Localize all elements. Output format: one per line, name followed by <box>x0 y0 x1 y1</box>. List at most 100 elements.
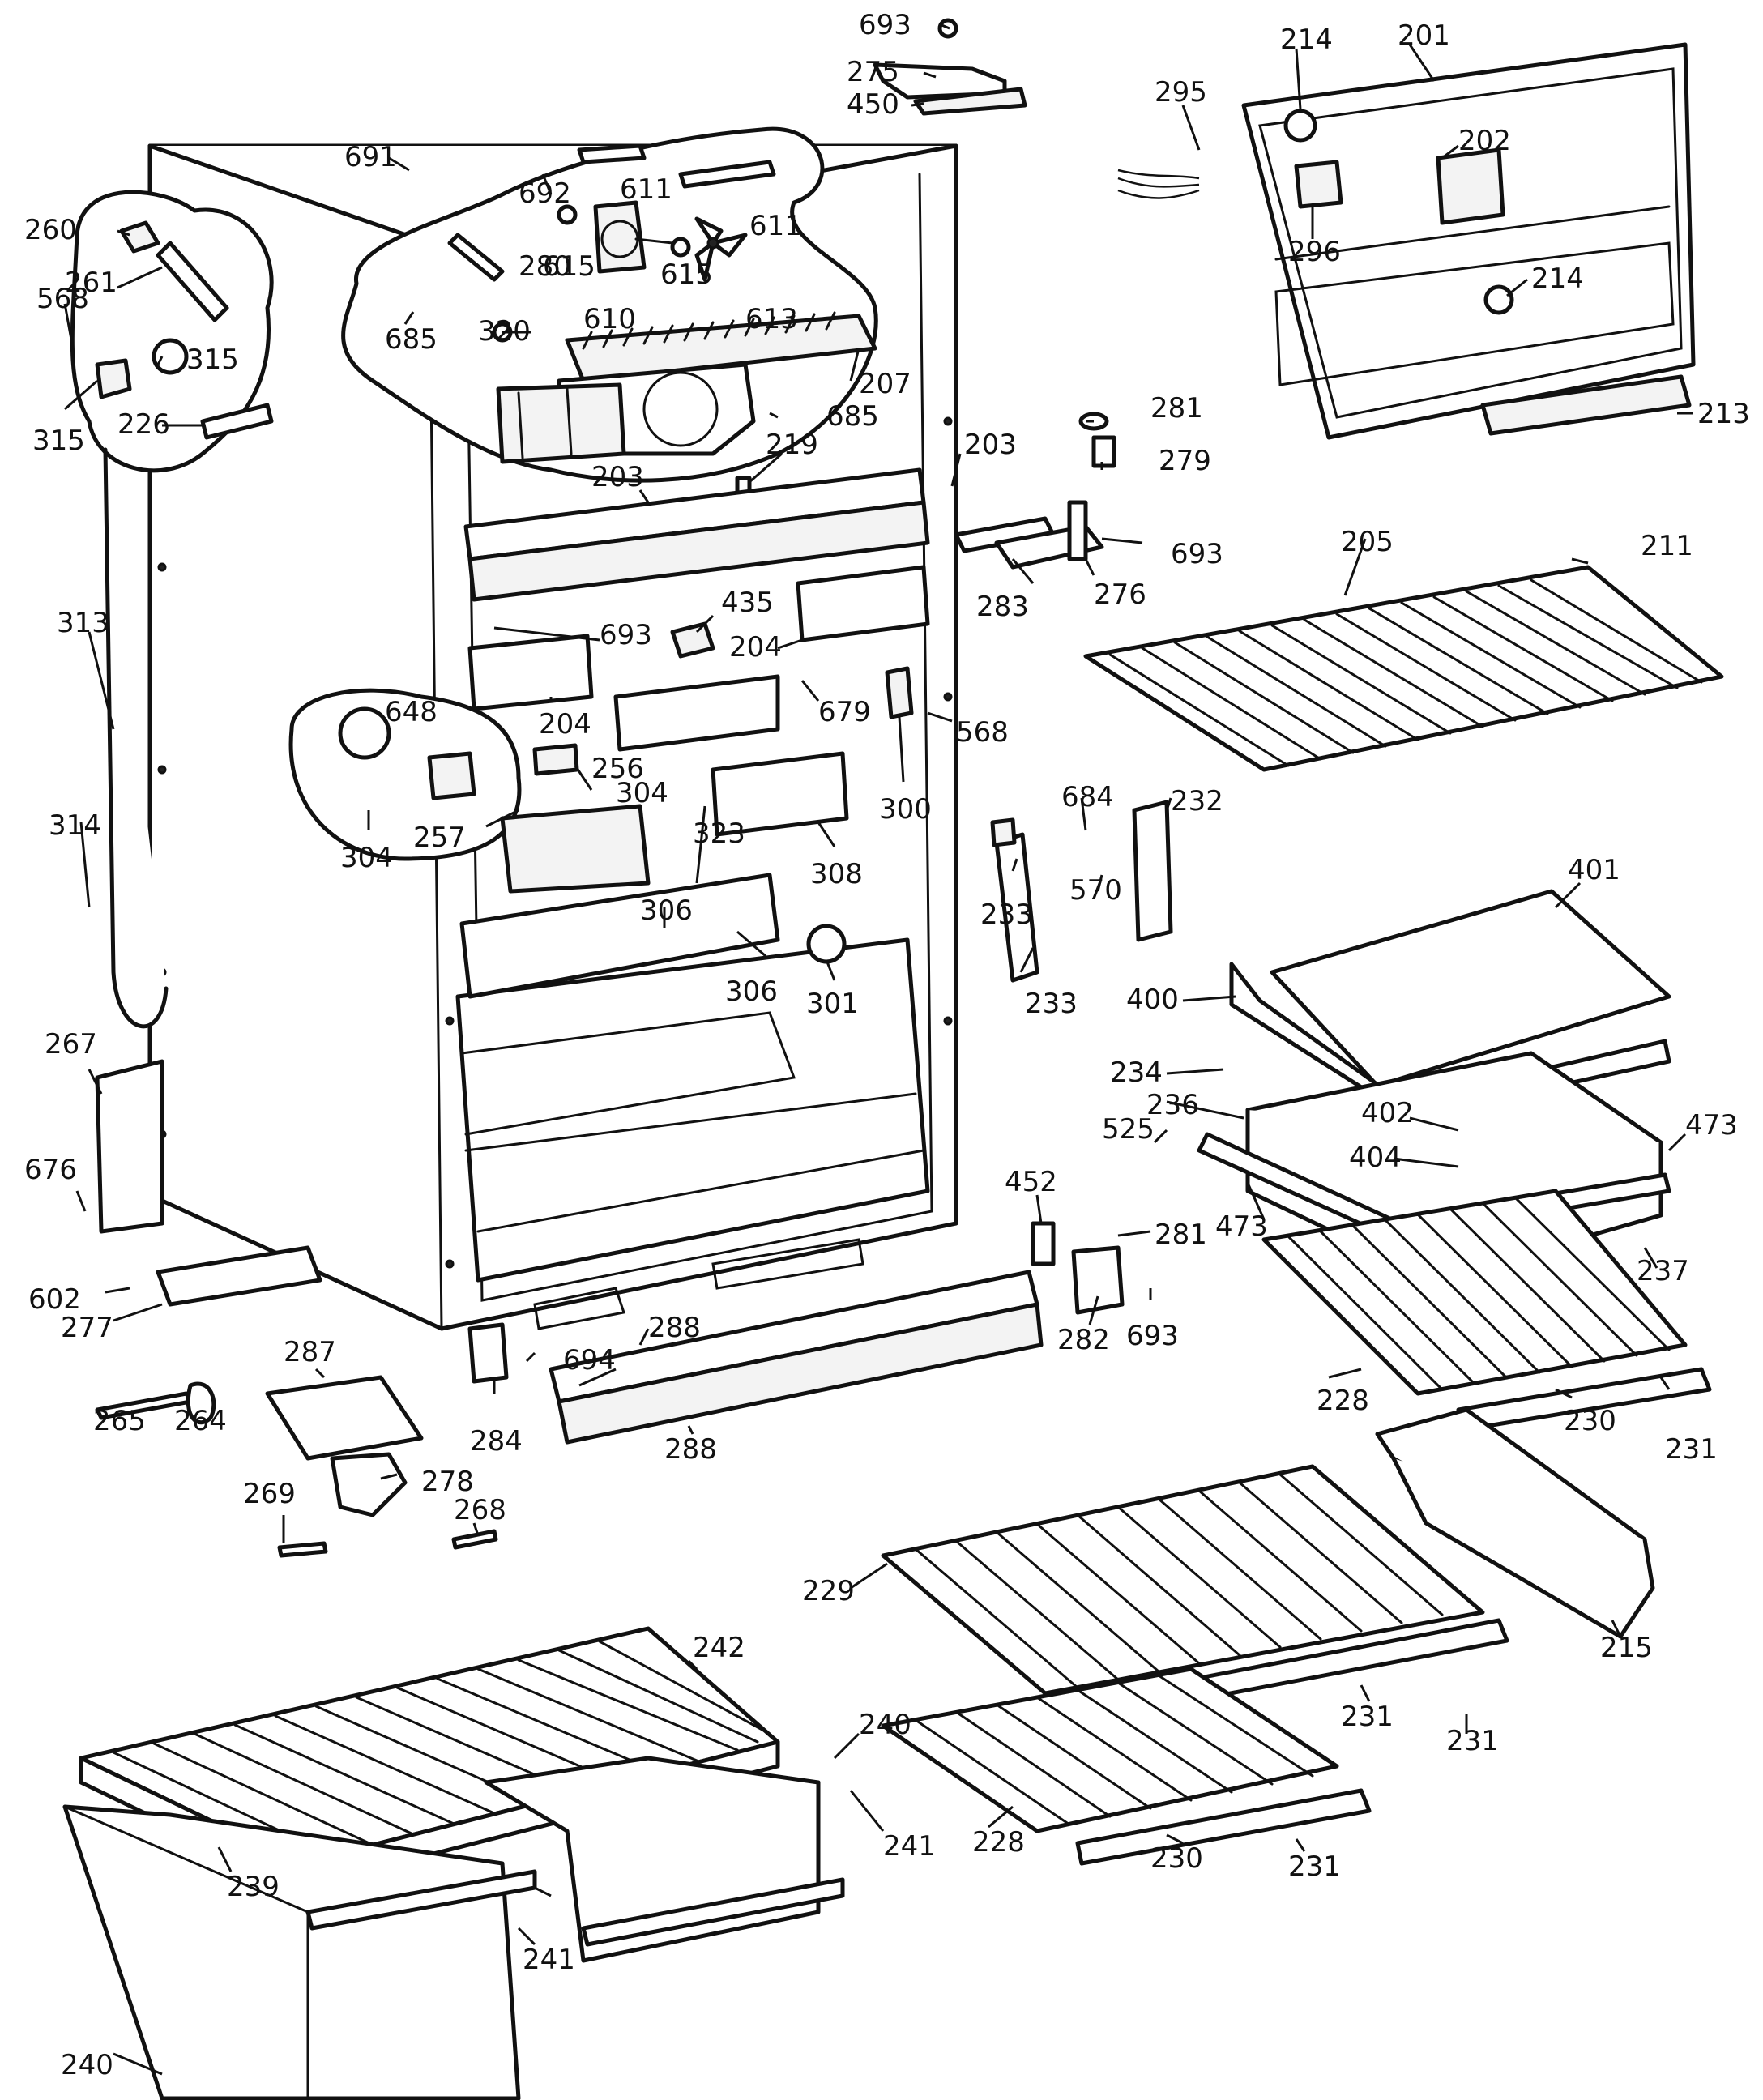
part-number-labels: 693 275 450 214 201 295 202 296 214 213 … <box>24 9 1750 2081</box>
part-label: 693 <box>859 9 911 41</box>
part-label: 275 <box>847 56 899 88</box>
part-label: 241 <box>883 1830 936 1863</box>
part-label: 692 <box>519 177 571 210</box>
part-label: 288 <box>648 1312 701 1344</box>
part-label: 323 <box>693 817 745 850</box>
part-label: 231 <box>1446 1725 1499 1757</box>
part-label: 610 <box>583 303 636 335</box>
part-label: 242 <box>693 1632 745 1664</box>
part-label: 679 <box>818 696 871 728</box>
part-label: 306 <box>640 894 693 927</box>
water-line-cutaway <box>70 190 274 1029</box>
part-label: 570 <box>1069 874 1122 907</box>
part-label: 237 <box>1637 1255 1689 1287</box>
part-label: 202 <box>1458 125 1511 157</box>
part-label: 234 <box>1110 1056 1163 1089</box>
freezer-door-panel <box>1241 42 1696 440</box>
crisper-drawer-240-left <box>62 1804 537 2100</box>
part-label: 615 <box>660 258 713 291</box>
center-hinge <box>954 412 1116 570</box>
part-label: 213 <box>1697 398 1750 430</box>
part-label: 611 <box>749 210 802 242</box>
part-label: 204 <box>729 631 782 664</box>
top-hinge <box>873 18 1027 116</box>
part-label: 278 <box>421 1466 474 1498</box>
part-label: 304 <box>340 842 393 874</box>
part-label: 313 <box>57 607 109 639</box>
part-label: 282 <box>1057 1324 1110 1356</box>
part-label: 276 <box>1094 578 1146 611</box>
part-label: 320 <box>478 315 531 348</box>
part-label: 203 <box>591 461 644 493</box>
part-label: 231 <box>1341 1701 1394 1733</box>
part-label: 693 <box>1171 538 1223 570</box>
part-label: 404 <box>1349 1142 1402 1174</box>
part-label: 568 <box>956 716 1009 749</box>
part-label: 284 <box>470 1425 523 1458</box>
part-label: 676 <box>24 1154 77 1186</box>
part-label: 691 <box>344 141 397 173</box>
part-label: 694 <box>563 1344 616 1377</box>
part-label: 693 <box>600 619 652 651</box>
part-label: 525 <box>1102 1113 1155 1146</box>
part-label: 233 <box>980 898 1033 931</box>
control-parts <box>288 565 1173 999</box>
part-label: 204 <box>539 708 591 741</box>
part-label: 265 <box>93 1405 146 1437</box>
part-label: 315 <box>32 425 85 457</box>
part-label: 611 <box>620 173 672 206</box>
door-wire-harness <box>1117 169 1200 199</box>
part-label: 277 <box>61 1312 113 1344</box>
part-label: 256 <box>591 753 644 785</box>
part-label: 304 <box>616 777 668 809</box>
part-label: 615 <box>543 250 595 283</box>
part-label: 228 <box>972 1826 1025 1859</box>
part-label: 693 <box>1126 1320 1179 1352</box>
part-label: 229 <box>802 1575 855 1607</box>
part-label: 207 <box>859 368 911 400</box>
part-label: 219 <box>766 429 818 461</box>
part-label: 279 <box>1159 445 1211 477</box>
part-label: 268 <box>454 1494 506 1526</box>
part-label: 473 <box>1215 1210 1268 1243</box>
part-label: 684 <box>1061 781 1114 813</box>
part-label: 280 <box>519 250 571 283</box>
part-label: 287 <box>284 1336 336 1368</box>
part-label: 267 <box>45 1028 97 1061</box>
part-label: 230 <box>1150 1842 1203 1875</box>
small-parts <box>95 1059 1125 1558</box>
part-label: 435 <box>721 587 774 619</box>
part-label: 205 <box>1341 526 1394 558</box>
part-label: 269 <box>243 1478 296 1510</box>
part-label: 288 <box>664 1433 717 1466</box>
upper-interior-cutaway <box>341 126 930 602</box>
part-label: 211 <box>1641 530 1693 562</box>
part-label: 233 <box>1025 988 1078 1020</box>
part-label: 215 <box>1600 1632 1653 1664</box>
part-label: 295 <box>1155 76 1207 109</box>
part-label: 452 <box>1005 1166 1057 1198</box>
part-label: 314 <box>49 809 101 842</box>
part-label: 602 <box>28 1283 81 1316</box>
part-label: 315 <box>186 344 239 376</box>
part-label: 214 <box>1531 262 1584 295</box>
part-label: 568 <box>36 283 89 315</box>
part-label: 300 <box>879 793 932 826</box>
part-label: 264 <box>174 1405 227 1437</box>
part-label: 450 <box>847 88 899 121</box>
part-label: 236 <box>1146 1089 1199 1121</box>
part-label: 473 <box>1685 1109 1738 1142</box>
part-label: 283 <box>976 591 1029 623</box>
part-label: 400 <box>1126 984 1179 1016</box>
part-label: 261 <box>65 267 117 299</box>
part-label: 306 <box>725 975 778 1008</box>
part-label: 260 <box>24 214 77 246</box>
part-label: 281 <box>1150 392 1203 425</box>
part-label: 296 <box>1288 236 1341 268</box>
part-label: 231 <box>1288 1850 1341 1883</box>
part-label: 232 <box>1171 785 1223 817</box>
part-label: 239 <box>227 1871 280 1903</box>
part-label: 230 <box>1564 1405 1616 1437</box>
part-label: 203 <box>964 429 1017 461</box>
